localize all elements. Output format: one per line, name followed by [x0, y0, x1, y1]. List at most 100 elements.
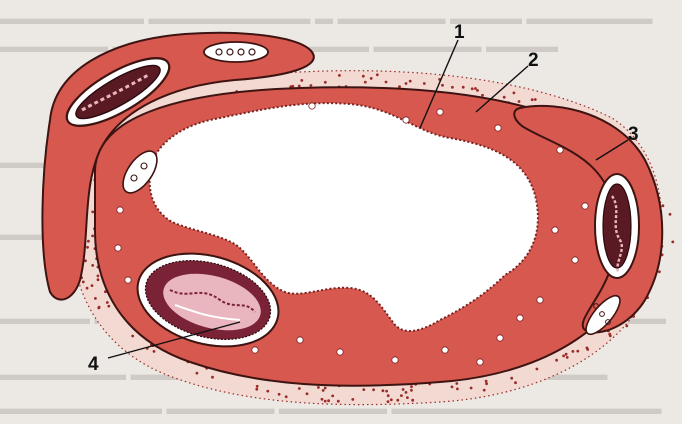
- stipple-dot: [456, 388, 459, 391]
- stipple-dot: [406, 396, 409, 399]
- stipple-dot: [503, 96, 506, 99]
- stipple-dot: [91, 211, 94, 214]
- wall-cell: [477, 359, 483, 365]
- wall-cell: [572, 257, 578, 263]
- stipple-dot: [327, 399, 330, 402]
- stipple-dot: [86, 287, 89, 290]
- label-4: 4: [88, 354, 99, 375]
- stipple-dot: [536, 368, 539, 371]
- stipple-dot: [82, 281, 85, 284]
- stipple-dot: [471, 87, 474, 90]
- wall-cell: [557, 147, 563, 153]
- stipple-dot: [483, 389, 486, 392]
- stipple-dot: [476, 89, 479, 92]
- stipple-dot: [385, 390, 388, 393]
- stipple-dot: [196, 372, 199, 375]
- stipple-dot: [382, 389, 385, 392]
- wall-cell: [582, 203, 588, 209]
- stipple-dot: [266, 390, 269, 393]
- stipple-dot: [387, 400, 390, 403]
- stipple-dot: [300, 79, 303, 82]
- stipple-dot: [451, 386, 454, 389]
- stipple-dot: [455, 382, 458, 385]
- stipple-dot: [565, 353, 568, 356]
- stipple-dot: [462, 86, 465, 89]
- stipple-dot: [94, 297, 97, 300]
- stipple-dot: [405, 391, 408, 394]
- stipple-dot: [321, 398, 324, 401]
- stipple-dot: [481, 94, 484, 97]
- wall-cell: [337, 349, 343, 355]
- stipple-dot: [390, 398, 393, 401]
- stipple-dot: [211, 376, 214, 379]
- stipple-dot: [485, 382, 488, 385]
- stipple-dot: [256, 385, 259, 388]
- wall-cell: [115, 245, 121, 251]
- stipple-dot: [658, 270, 661, 273]
- stipple-dot: [298, 85, 301, 88]
- stipple-dot: [324, 387, 327, 390]
- stipple-dot: [351, 398, 354, 401]
- stipple-dot: [362, 388, 365, 391]
- stipple-dot: [474, 87, 477, 90]
- stipple-dot: [470, 387, 473, 390]
- stipple-dot: [131, 335, 134, 338]
- stipple-dot: [451, 86, 454, 89]
- wall-cell: [252, 347, 258, 353]
- svg-text:▬▬▬▬▬▬▬▬ ▬▬▬▬▬▬▬▬▬ ▬ ▬▬▬▬▬▬ ▬▬: ▬▬▬▬▬▬▬▬ ▬▬▬▬▬▬▬▬▬ ▬ ▬▬▬▬▬▬ ▬▬▬▬ ▬▬▬▬▬▬▬: [0, 8, 653, 28]
- stipple-dot: [285, 395, 288, 398]
- label-3: 3: [628, 124, 639, 145]
- stipple-dot: [423, 82, 426, 85]
- wall-cell: [125, 277, 131, 283]
- stipple-dot: [562, 355, 565, 358]
- wall-cell: [117, 207, 123, 213]
- stipple-dot: [566, 356, 569, 359]
- wall-cell: [297, 337, 303, 343]
- stipple-dot: [372, 388, 375, 391]
- stipple-dot: [97, 307, 100, 310]
- stipple-dot: [410, 385, 413, 388]
- stipple-dot: [510, 377, 513, 380]
- stipple-dot: [324, 81, 327, 84]
- stipple-dot: [91, 284, 94, 287]
- wall-cell: [497, 335, 503, 341]
- stipple-dot: [669, 213, 672, 216]
- stipple-dot: [255, 388, 258, 391]
- wall-cell: [442, 347, 448, 353]
- wall-cell: [495, 125, 501, 131]
- stipple-dot: [153, 350, 156, 353]
- stipple-dot: [97, 275, 100, 278]
- stipple-dot: [376, 73, 379, 76]
- label-2: 2: [528, 50, 539, 71]
- stipple-dot: [331, 395, 334, 398]
- stipple-dot: [671, 241, 674, 244]
- stipple-dot: [410, 389, 413, 392]
- stipple-dot: [84, 259, 87, 262]
- stipple-dot: [609, 334, 612, 337]
- stipple-dot: [409, 80, 412, 83]
- stipple-dot: [362, 75, 365, 78]
- stipple-dot: [87, 240, 90, 243]
- stipple-dot: [317, 386, 320, 389]
- stipple-dot: [91, 235, 94, 238]
- stipple-dot: [324, 400, 327, 403]
- stipple-dot: [441, 84, 444, 87]
- stipple-dot: [385, 81, 388, 84]
- stipple-dot: [86, 246, 89, 249]
- stipple-dot: [405, 82, 408, 85]
- stipple-dot: [387, 394, 390, 397]
- stipple-dot: [513, 92, 516, 95]
- stipple-dot: [411, 399, 414, 402]
- stipple-dot: [298, 387, 301, 390]
- stipple-dot: [91, 264, 94, 267]
- stipple-dot: [572, 350, 575, 353]
- label-1: 1: [454, 22, 465, 43]
- stipple-dot: [396, 399, 399, 402]
- wall-cell: [392, 357, 398, 363]
- stipple-dot: [364, 81, 367, 84]
- stipple-dot: [278, 393, 281, 396]
- stipple-dot: [338, 74, 341, 77]
- wall-cell: [403, 117, 409, 123]
- stipple-dot: [625, 325, 628, 328]
